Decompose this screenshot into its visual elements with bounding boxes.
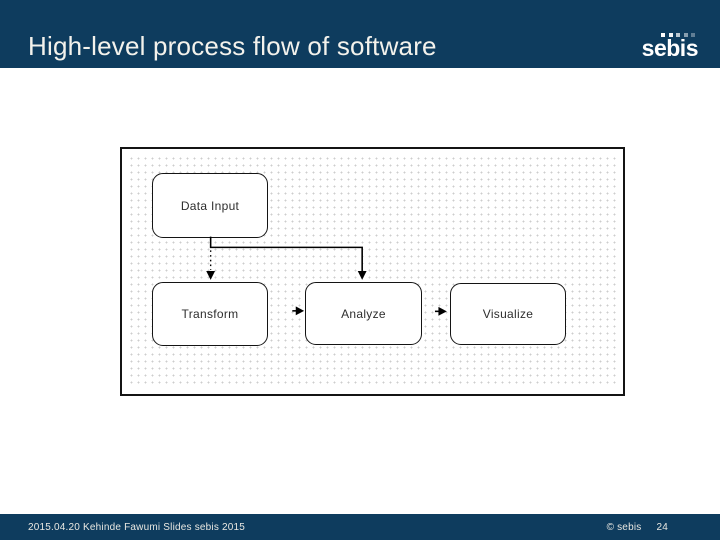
sebis-logo: sebis	[642, 33, 700, 60]
logo-dots-icon	[661, 33, 695, 38]
node-label: Transform	[181, 307, 239, 321]
logo-text: sebis	[641, 35, 699, 62]
footer-credit: 2015.04.20 Kehinde Fawumi Slides sebis 2…	[28, 521, 246, 533]
node-label: Data Input	[180, 198, 240, 213]
node-label: Analyze	[341, 306, 386, 321]
node-visualize: Visualize	[450, 283, 566, 345]
slide-footer: 2015.04.20 Kehinde Fawumi Slides sebis 2…	[0, 514, 720, 540]
slide-header: High-level process flow of software sebi…	[0, 0, 720, 68]
page-number: 24	[656, 521, 668, 533]
page-title: High-level process flow of software	[28, 30, 437, 61]
footer-right: © sebis 24	[607, 522, 668, 533]
footer-copyright: © sebis	[606, 521, 642, 533]
process-flow-diagram: Data Input Transform Analyze Visualize	[120, 147, 625, 396]
node-data-input: Data Input	[152, 173, 268, 238]
node-label: Visualize	[482, 307, 534, 321]
node-analyze: Analyze	[305, 282, 422, 345]
node-transform: Transform	[152, 282, 268, 346]
